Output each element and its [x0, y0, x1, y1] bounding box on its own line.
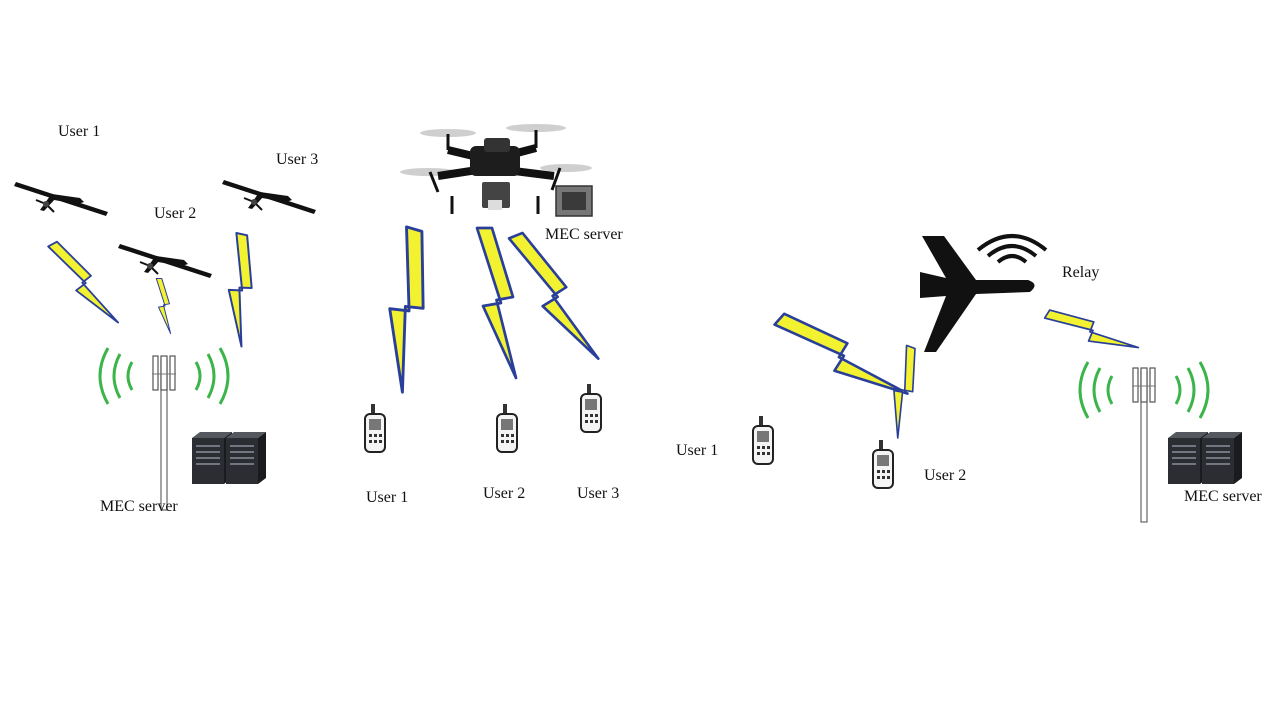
label-user-2-b: User 2 — [483, 485, 526, 502]
relay-aircraft-icon — [920, 236, 1035, 352]
link-bolt-icon — [155, 278, 172, 334]
signal-waves-icon — [1078, 360, 1114, 420]
uav-1-icon — [13, 181, 109, 217]
label-uav-user-3: User 3 — [276, 151, 319, 168]
signal-waves-icon — [98, 346, 134, 406]
cell-tower-icon — [1131, 367, 1157, 523]
phone-icon — [752, 415, 774, 465]
server-rack-icon — [1167, 431, 1243, 485]
panel-c — [752, 234, 1243, 523]
cell-tower-icon — [151, 355, 177, 511]
phone-icon — [580, 383, 602, 433]
label-mec-server-c: MEC server — [1184, 488, 1262, 505]
link-bolt-icon — [360, 225, 448, 394]
phone-icon — [496, 403, 518, 453]
label-user-3-b: User 3 — [577, 485, 620, 502]
broadcast-icon — [976, 234, 1048, 264]
signal-waves-icon — [1174, 360, 1210, 420]
link-bolt-icon — [507, 222, 600, 375]
mec-server-box-icon — [555, 185, 593, 217]
label-mec-server-b: MEC server — [545, 226, 623, 243]
phone-icon — [364, 403, 386, 453]
server-rack-icon — [191, 431, 267, 485]
quadcopter-icon — [400, 124, 592, 214]
label-user-1-c: User 1 — [676, 442, 719, 459]
link-bolt-icon — [874, 344, 930, 439]
link-bolt-icon — [47, 233, 119, 336]
label-mec-server-a: MEC server — [100, 498, 178, 515]
uav-2-icon — [117, 243, 213, 279]
link-bolt-icon — [773, 295, 909, 423]
label-user-1-b: User 1 — [366, 489, 409, 506]
phone-icon — [872, 439, 894, 489]
label-relay: Relay — [1062, 264, 1100, 281]
label-uav-user-1: User 1 — [58, 123, 101, 140]
panel-b — [360, 124, 602, 453]
link-bolt-icon — [475, 226, 518, 380]
link-bolt-icon — [1043, 296, 1140, 370]
label-user-2-c: User 2 — [924, 467, 967, 484]
label-uav-user-2: User 2 — [154, 205, 197, 222]
panel-a — [13, 179, 317, 511]
signal-waves-icon — [194, 346, 230, 406]
uav-3-icon — [221, 179, 317, 215]
link-bolt-icon — [212, 232, 266, 348]
